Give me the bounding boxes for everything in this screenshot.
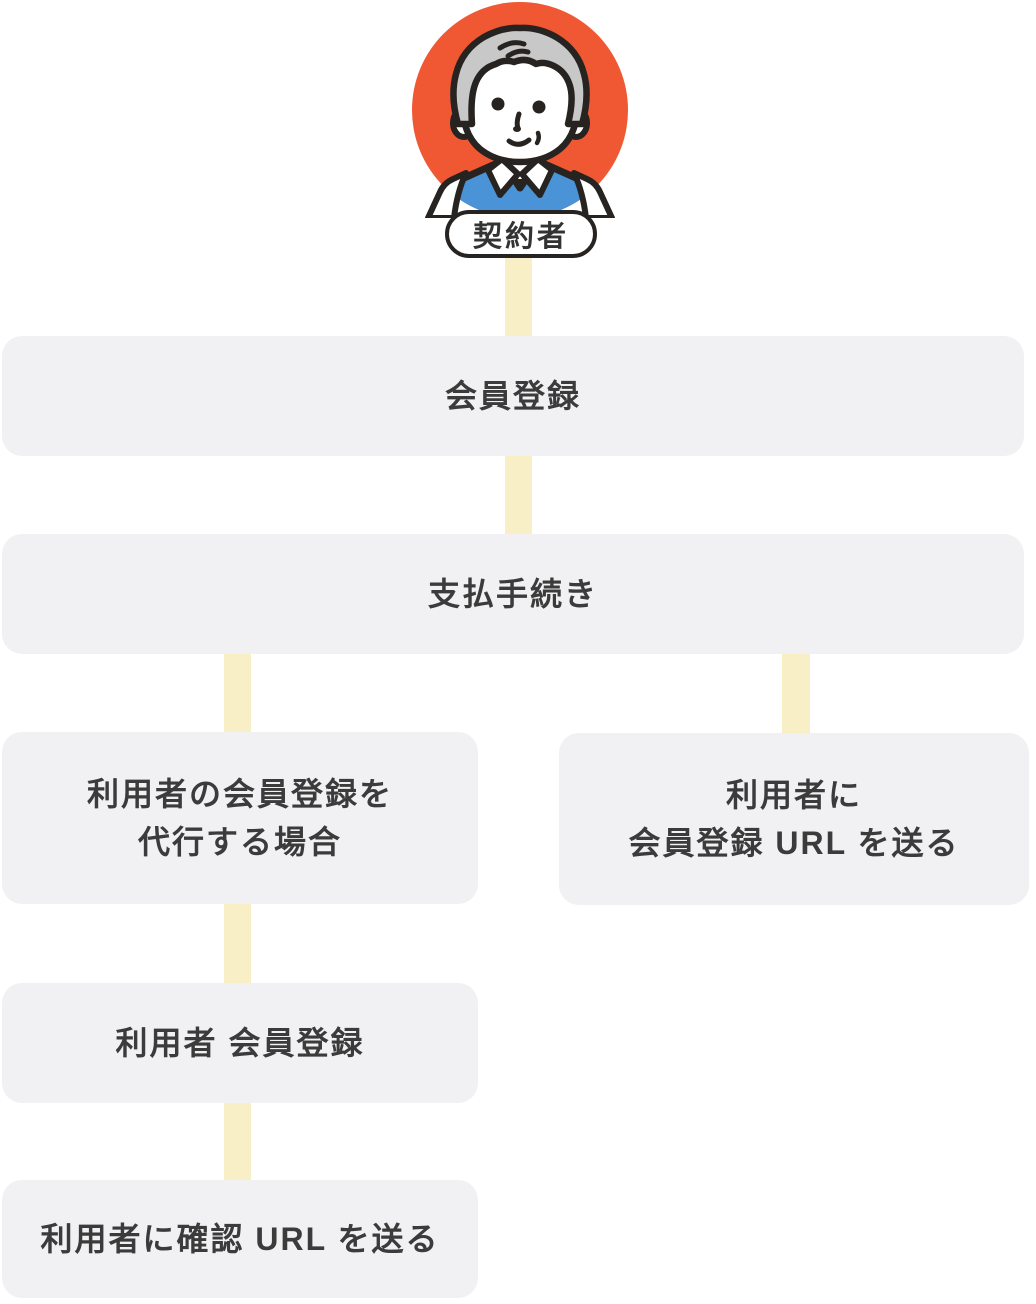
contractor-avatar (412, 2, 628, 221)
contractor-label-pill: 契約者 (445, 210, 597, 258)
flow-node-label: 会員登録 (444, 378, 581, 414)
flow-node-label-line2: 代行する場合 (137, 824, 342, 860)
flow-node-label-line1: 利用者に (725, 777, 862, 813)
flow-node-send-registration-url: 利用者に 会員登録 URL を送る (559, 733, 1029, 905)
flow-node-proxy-registration-case: 利用者の会員登録を 代行する場合 (2, 732, 478, 904)
flow-node-label: 利用者に確認 URL を送る (40, 1221, 440, 1257)
flow-node-label-line2: 会員登録 URL を送る (628, 825, 960, 861)
contractor-label: 契約者 (472, 221, 569, 253)
flow-node-label: 支払手続き (427, 576, 598, 612)
connector-line (224, 1098, 251, 1184)
flow-node-user-member-registration: 利用者 会員登録 (2, 983, 478, 1103)
flow-node-label: 利用者 会員登録 (115, 1025, 365, 1061)
person-icon (412, 2, 628, 221)
flow-node-payment-procedure: 支払手続き (2, 534, 1024, 654)
connector-line (505, 248, 532, 340)
flow-node-member-registration: 会員登録 (2, 336, 1024, 456)
connector-line (505, 452, 532, 538)
flow-node-label-line1: 利用者の会員登録を (86, 776, 393, 812)
connector-line (782, 650, 810, 737)
flow-node-send-confirmation-url: 利用者に確認 URL を送る (2, 1180, 478, 1298)
connector-line (224, 650, 251, 736)
connector-line (224, 900, 251, 987)
